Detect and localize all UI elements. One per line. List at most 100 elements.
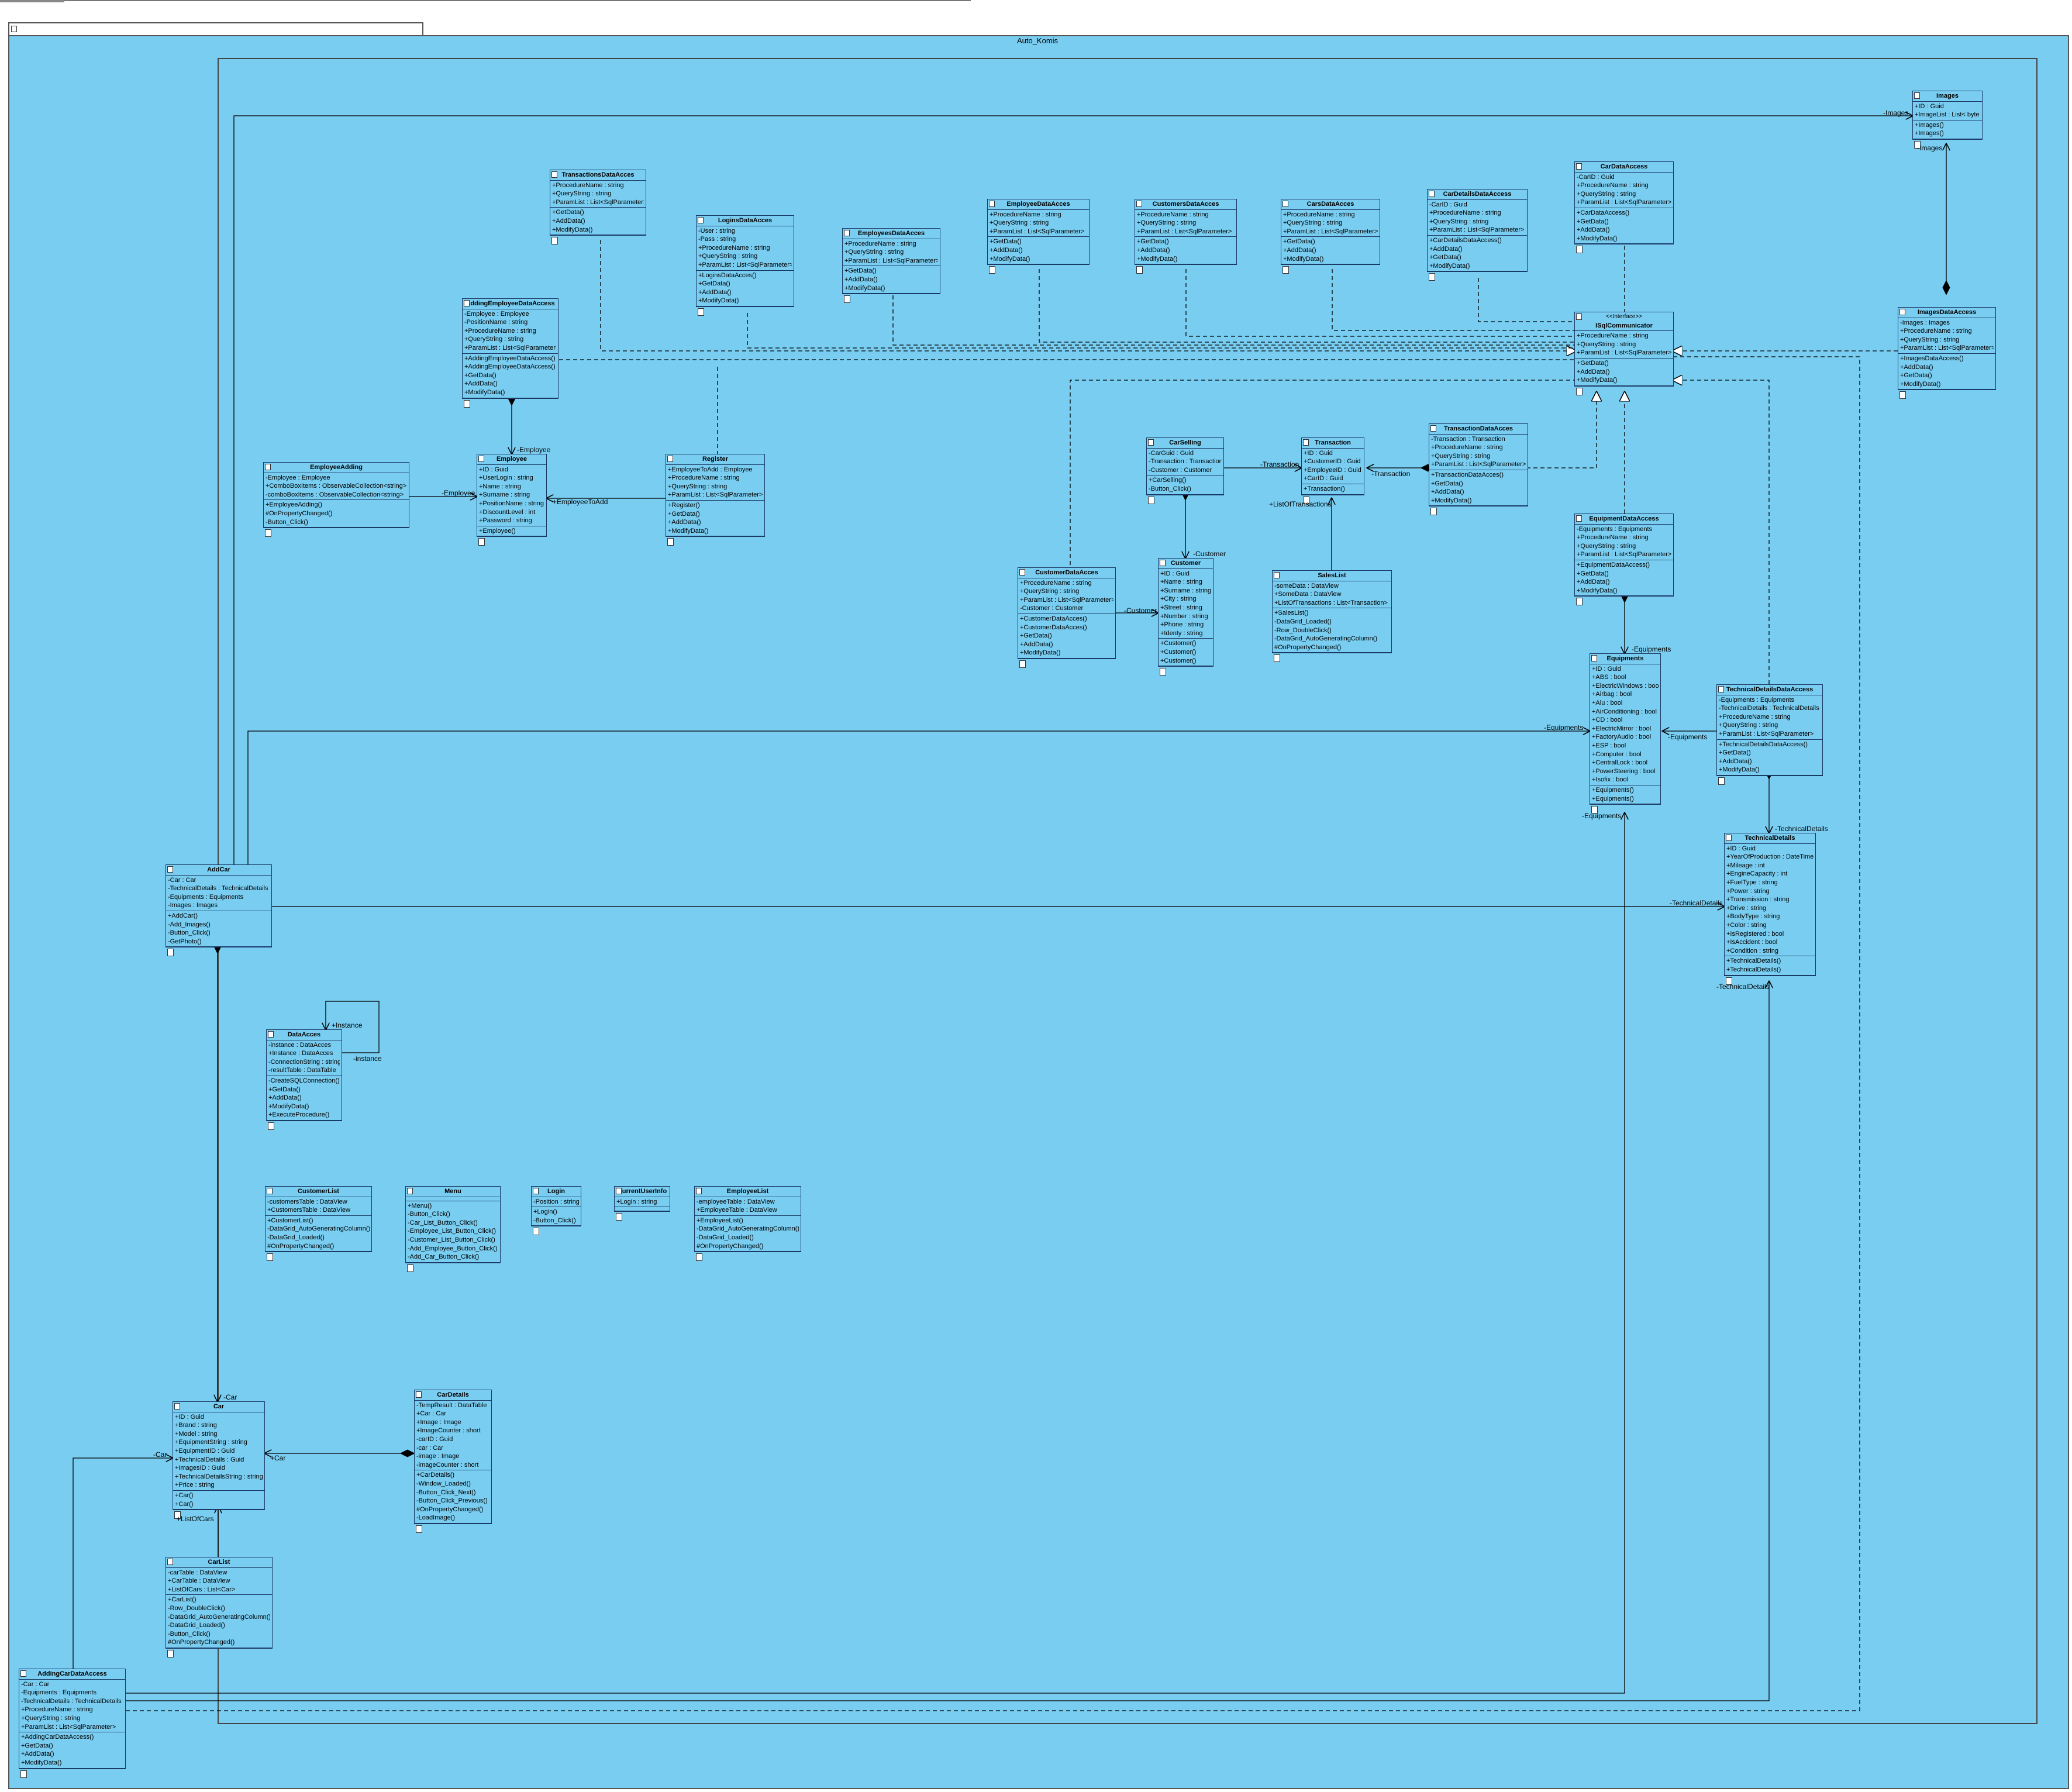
attribute[interactable]: +QueryString : string — [1577, 340, 1636, 348]
attribute[interactable]: +PowerSteering : bool — [1592, 767, 1656, 775]
attribute[interactable]: +Phone : string — [1160, 621, 1204, 629]
attribute[interactable]: +Number : string — [1160, 612, 1208, 620]
attribute[interactable]: -Position : string — [533, 1198, 579, 1205]
attribute[interactable]: +Login : string — [616, 1198, 657, 1205]
operation[interactable]: #OnPropertyChanged() — [416, 1505, 484, 1513]
attribute[interactable]: +QueryString : string — [552, 190, 612, 198]
operation[interactable]: -Add_Images() — [168, 921, 211, 928]
class-isql-communicator[interactable]: <<Interface>>ISqlCommunicator+ProcedureN… — [1574, 312, 1674, 395]
class-customer-list[interactable]: CustomerList-customersTable : DataView+C… — [265, 1186, 372, 1262]
attribute[interactable]: -Pass : string — [698, 236, 736, 243]
attribute[interactable]: +QueryString : string — [698, 253, 758, 260]
attribute[interactable]: +ABS : bool — [1592, 674, 1626, 681]
attribute[interactable]: +QueryString : string — [668, 483, 728, 490]
attribute[interactable]: -CarGuid : Guid — [1149, 449, 1194, 457]
attribute[interactable]: -carTable : DataView — [168, 1569, 227, 1576]
class-employee[interactable]: Employee+ID : Guid+UserLogin : string+Na… — [477, 454, 547, 546]
operation[interactable]: #OnPropertyChanged() — [697, 1242, 764, 1250]
attribute[interactable]: +EmployeeTable : DataView — [697, 1207, 777, 1214]
attribute[interactable]: +Password : string — [479, 517, 532, 525]
attribute[interactable]: +ParamList : List<SqlParameter> — [1719, 730, 1814, 738]
class-menu[interactable]: Menu+Menu()-Button_Click()-Car_List_Butt… — [405, 1186, 501, 1272]
operation[interactable]: +GetData() — [1431, 480, 1463, 487]
attribute[interactable]: -Equipments : Equipments — [21, 1689, 97, 1697]
attribute[interactable]: +ParamList : List<SqlParameter> — [1283, 228, 1378, 235]
attribute[interactable]: +QueryString : string — [21, 1714, 81, 1722]
attribute[interactable]: +Mileage : int — [1726, 861, 1765, 869]
attribute[interactable]: +ListOfTransactions : List<Transaction> — [1274, 599, 1388, 606]
attribute[interactable]: +ElectricMirror : bool — [1592, 725, 1652, 732]
operation[interactable]: -Window_Loaded() — [416, 1480, 471, 1487]
operation[interactable]: -Button_Click() — [266, 518, 308, 526]
class-transaction[interactable]: Transaction+ID : Guid+CustomerID : Guid+… — [1301, 437, 1364, 504]
class-cars-data-acces[interactable]: CarsDataAcces+ProcedureName : string+Que… — [1281, 199, 1380, 274]
class-logins-data-acces[interactable]: LoginsDataAcces-User : string-Pass : str… — [696, 215, 794, 316]
attribute[interactable]: +Name : string — [479, 483, 521, 490]
operation[interactable]: -Add_Car_Button_Click() — [408, 1253, 480, 1261]
operation[interactable]: -Add_Employee_Button_Click() — [408, 1245, 498, 1252]
attribute[interactable]: +QueryString : string — [1283, 219, 1343, 227]
attribute[interactable]: +ParamList : List<SqlParameter> — [990, 228, 1085, 235]
attribute[interactable]: +Condition : string — [1726, 947, 1778, 954]
operation[interactable]: +GetData() — [1900, 372, 1932, 380]
attribute[interactable]: +ProcedureName : string — [1020, 579, 1092, 587]
attribute[interactable]: +ProcedureName : string — [1137, 211, 1209, 218]
attribute[interactable]: -CarID : Guid — [1429, 201, 1467, 208]
class-data-acces[interactable]: DataAcces-instance : DataAcces+Instance … — [266, 1029, 342, 1130]
attribute[interactable]: -PositionName : string — [464, 319, 528, 326]
class-employees-data-acces[interactable]: EmployeesDataAcces+ProcedureName : strin… — [842, 228, 940, 304]
attribute[interactable]: +ProcedureName : string — [464, 327, 536, 335]
operation[interactable]: +EmployeeAdding() — [266, 501, 322, 509]
attribute[interactable]: -Equipments : Equipments — [168, 893, 244, 901]
operation[interactable]: +AddData() — [1719, 757, 1752, 765]
attribute[interactable]: +Name : string — [1160, 578, 1202, 586]
attribute[interactable]: +Isofix : bool — [1592, 776, 1629, 784]
attribute[interactable]: +BodyType : string — [1726, 913, 1780, 921]
attribute[interactable]: +ElectricWindows : bool — [1592, 682, 1659, 690]
attribute[interactable]: +ProcedureName : string — [990, 211, 1061, 218]
operation[interactable]: +CarDataAccess() — [1577, 209, 1630, 216]
attribute[interactable]: +ParamList : List<SqlParameter> — [1020, 596, 1113, 604]
attribute[interactable]: +ProcedureName : string — [552, 181, 624, 189]
attribute[interactable]: +ParamList : List<SqlParameter> — [1900, 344, 1994, 352]
attribute[interactable]: +ParamList : List<SqlParameter> — [464, 344, 556, 351]
attribute[interactable]: +ProcedureName : string — [1283, 211, 1355, 218]
operation[interactable]: +AddData() — [1137, 246, 1170, 254]
class-technical-details[interactable]: TechnicalDetails+ID : Guid+YearOfProduct… — [1724, 833, 1816, 985]
attribute[interactable]: +IsRegistered : bool — [1726, 930, 1784, 938]
operation[interactable]: +Transaction() — [1304, 485, 1345, 492]
attribute[interactable]: +Identy : string — [1160, 629, 1203, 637]
operation[interactable]: +ModifyData() — [1900, 380, 1941, 388]
attribute[interactable]: +ProcedureName : string — [21, 1706, 93, 1714]
operation[interactable]: +ModifyData() — [268, 1102, 309, 1110]
operation[interactable]: +GetData() — [268, 1085, 301, 1093]
operation[interactable]: +CustomerDataAcces() — [1020, 623, 1087, 631]
operation[interactable]: +Customer() — [1160, 648, 1197, 656]
attribute[interactable]: -someData : DataView — [1274, 582, 1339, 590]
attribute[interactable]: +CustomersTable : DataView — [267, 1207, 350, 1214]
attribute[interactable]: +FuelType : string — [1726, 878, 1778, 886]
attribute[interactable]: +ProcedureName : string — [1577, 332, 1649, 340]
attribute[interactable]: +ParamList : List<SqlParameter> — [1577, 199, 1671, 206]
attribute[interactable]: +ESP : bool — [1592, 742, 1626, 749]
operation[interactable]: +Images() — [1915, 130, 1944, 137]
operation[interactable]: +AddingCarDataAccess() — [21, 1734, 94, 1741]
operation[interactable]: +GetData() — [552, 209, 584, 216]
class-sales-list[interactable]: SalesList-someData : DataView+SomeData :… — [1272, 570, 1392, 663]
attribute[interactable]: +Brand : string — [175, 1422, 217, 1429]
operation[interactable]: +AddingEmployeeDataAccess() — [464, 354, 556, 362]
attribute[interactable]: +Price : string — [175, 1481, 215, 1489]
attribute[interactable]: -Customer : Customer — [1149, 466, 1212, 474]
operation[interactable]: +GetData() — [1429, 254, 1461, 261]
attribute[interactable]: -Images : Images — [1900, 319, 1950, 326]
attribute[interactable]: +ProcedureName : string — [1429, 209, 1501, 217]
attribute[interactable]: +Surname : string — [1160, 587, 1211, 594]
operation[interactable]: +AddData() — [464, 380, 498, 388]
operation[interactable]: -Employee_List_Button_Click() — [408, 1228, 497, 1235]
operation[interactable]: -Button_Click() — [1149, 485, 1191, 492]
class-transaction-data-acces[interactable]: TransactionDataAcces-Transaction : Trans… — [1429, 423, 1528, 516]
attribute[interactable]: +EngineCapacity : int — [1726, 870, 1788, 878]
operation[interactable]: #OnPropertyChanged() — [168, 1639, 235, 1646]
attribute[interactable]: +Drive : string — [1726, 904, 1767, 912]
attribute[interactable]: +YearOfProduction : DateTime — [1726, 853, 1814, 861]
